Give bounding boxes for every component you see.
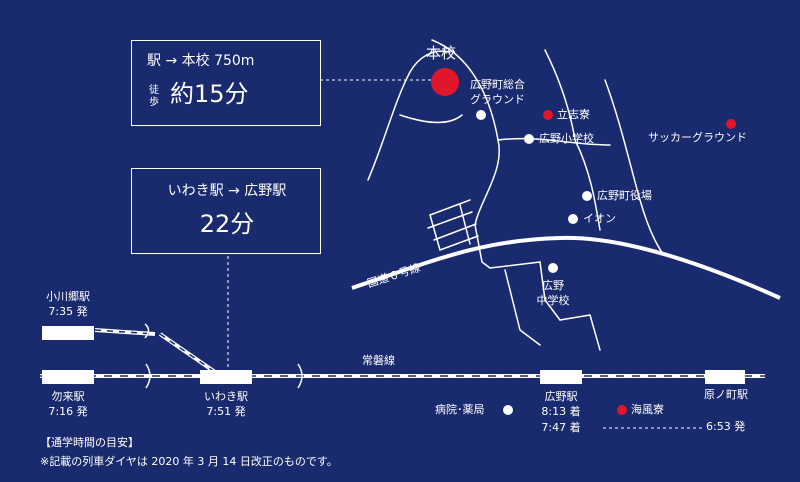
road — [459, 204, 471, 245]
school-label: 本校 — [426, 44, 457, 62]
hospital-marker — [503, 405, 513, 415]
road — [497, 137, 611, 146]
aeon-marker — [568, 214, 578, 224]
station-marker-nakoso — [42, 370, 94, 384]
train-time: 22分 — [199, 210, 255, 238]
hospital-label: 病院･薬局 — [435, 403, 485, 416]
kaifu-dorm-label: 海風寮 — [631, 403, 664, 416]
dorm-label: 立志寮 — [557, 108, 590, 121]
ground-label: 広野町総合 グラウンド — [470, 78, 525, 106]
road — [544, 49, 576, 141]
ground-marker — [476, 110, 486, 120]
road — [429, 199, 471, 216]
road — [427, 211, 473, 229]
town-hall-marker — [582, 191, 592, 201]
walk-route: 駅 → 本校 750m — [147, 53, 255, 69]
elementary-marker — [524, 134, 534, 144]
rail-break — [145, 363, 151, 389]
road — [559, 314, 601, 351]
road — [439, 235, 479, 251]
aeon-label: イオン — [583, 212, 616, 225]
junior-high-label: 広野 中学校 — [536, 279, 570, 307]
road — [367, 50, 451, 181]
road — [429, 214, 441, 251]
soccer-marker — [726, 119, 736, 129]
station-nakoso: 勿来駅 7:16 発 — [48, 390, 88, 419]
soccer-label: サッカーグラウンド — [648, 131, 747, 144]
station-iwaki: いわき駅 7:51 発 — [204, 390, 248, 419]
road — [431, 39, 500, 226]
station-marker-haranomachi — [705, 370, 745, 384]
school-marker — [431, 68, 459, 96]
road — [539, 261, 561, 321]
station-haranomachi: 原ノ町駅 — [704, 388, 748, 401]
station-marker-ogawago — [42, 326, 94, 340]
road — [399, 114, 463, 124]
town-hall-label: 広野町役場 — [597, 189, 652, 202]
kaifu-dorm-marker — [617, 405, 627, 415]
walk-time-box: 駅 → 本校 750m 徒 歩 約15分 — [131, 40, 321, 126]
junior-high-marker — [548, 263, 558, 273]
road — [504, 269, 541, 346]
road — [433, 223, 477, 241]
rail-break — [297, 363, 303, 389]
road — [604, 79, 665, 256]
haranomachi-time: 6:53 発 — [706, 420, 746, 433]
station-marker-iwaki — [200, 370, 252, 384]
dorm-marker — [543, 110, 553, 120]
notes-text: ※記載の列車ダイヤは 2020 年 3 月 14 日改正のものです。 — [40, 455, 338, 468]
train-time-box: いわき駅 → 広野駅 22分 — [131, 168, 321, 254]
notes-heading: 【通学時間の目安】 — [40, 436, 139, 449]
train-route: いわき駅 → 広野駅 — [167, 183, 287, 199]
station-hirono: 広野駅 8:13 着 7:47 着 — [541, 390, 581, 434]
station-marker-hirono — [540, 370, 582, 384]
walk-label: 徒 歩 — [149, 85, 159, 108]
road — [474, 224, 541, 269]
road — [574, 139, 601, 231]
rail-break — [144, 323, 150, 339]
railway-line-label: 常磐線 — [362, 354, 395, 367]
walk-time: 約15分 — [170, 80, 249, 108]
route6-road — [351, 235, 781, 300]
station-ogawago: 小川郷駅 7:35 発 — [46, 290, 90, 319]
elementary-label: 広野小学校 — [539, 132, 594, 145]
